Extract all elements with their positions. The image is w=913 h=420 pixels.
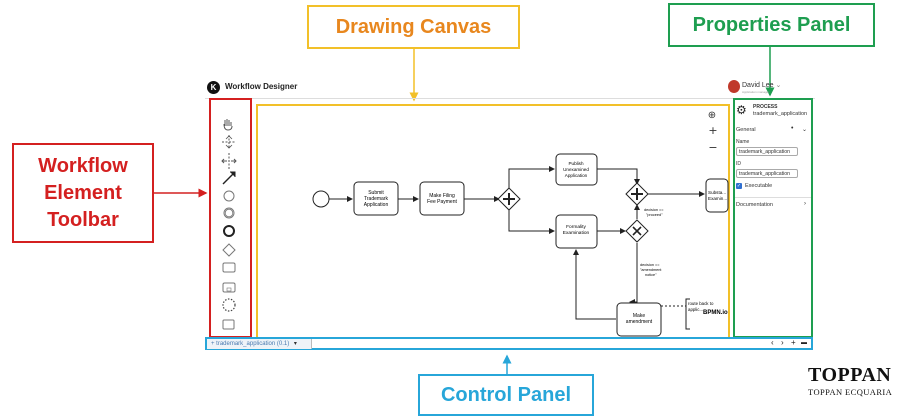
properties-panel xyxy=(733,98,813,338)
task-formality-line1: Formality xyxy=(566,224,586,230)
section-general[interactable]: General xyxy=(736,127,756,133)
intermediate-event-icon[interactable] xyxy=(223,207,235,219)
folder-icon[interactable]: ▬ xyxy=(801,340,807,346)
gear-icon: ⚙ xyxy=(736,103,747,117)
toolbar-callout-line-2: Element xyxy=(44,181,122,204)
parallel-gateway-join[interactable] xyxy=(625,182,649,206)
task-publish-line2: Unexamined xyxy=(563,167,589,172)
task-publish-line3: Application xyxy=(565,173,588,178)
task-icon[interactable] xyxy=(222,262,236,273)
bpmn-io-mark: BPMN.io xyxy=(703,310,728,316)
subprocess-icon[interactable] xyxy=(222,282,236,293)
chevron-down-icon[interactable]: ⌄ xyxy=(802,127,808,133)
next-button[interactable]: › xyxy=(781,338,784,347)
workflow-toolbar-callout: Workflow Element Toolbar xyxy=(12,143,154,243)
toolbar-tools xyxy=(221,119,237,330)
toolbar-callout-line-1: Workflow xyxy=(38,154,128,177)
properties-header-type: PROCESS xyxy=(753,104,778,110)
control-panel-callout-text: Control Panel xyxy=(440,383,571,406)
general-dot-icon: • xyxy=(791,125,794,132)
executable-label: Executable xyxy=(745,183,773,189)
decision-proceed-line1: decision == xyxy=(644,208,664,212)
zoom-out-icon[interactable]: − xyxy=(708,141,717,154)
task-submit[interactable]: Submit Trademark Application xyxy=(353,181,399,216)
chevron-down-icon: ⌄ xyxy=(775,82,782,89)
tab-process-label: + trademark_application (0.1) xyxy=(211,341,290,347)
chevron-right-icon[interactable]: › xyxy=(804,201,806,207)
task-publish-line1: Publish xyxy=(568,161,584,166)
lasso-tool-icon[interactable] xyxy=(222,135,236,149)
task-subst-line1: Substa... xyxy=(708,190,726,195)
task-fee-line2: Fee Payment xyxy=(427,199,457,205)
control-panel xyxy=(205,337,813,350)
section-documentation[interactable]: Documentation xyxy=(736,202,773,208)
drawing-canvas-callout: Drawing Canvas xyxy=(307,5,520,49)
prev-button[interactable]: ‹ xyxy=(771,338,774,347)
space-tool-icon[interactable] xyxy=(221,153,237,169)
toolbar-callout-line-3: Toolbar xyxy=(47,208,119,231)
parallel-gateway-split[interactable] xyxy=(497,187,521,211)
start-event-icon[interactable] xyxy=(223,190,235,202)
task-formality-line2: Examination xyxy=(563,230,590,236)
task-formality[interactable]: Formality Examination xyxy=(555,214,598,249)
task-subst-line2: Examin... xyxy=(708,196,727,201)
end-event-icon[interactable] xyxy=(223,225,235,237)
properties-panel-callout: Properties Panel xyxy=(668,3,875,47)
app-logo: K xyxy=(207,81,220,94)
id-field[interactable]: trademark_application xyxy=(736,169,798,178)
decision-amend-line3: notice" xyxy=(645,273,657,277)
bpmn-diagram: Submit Trademark Application Make Filing… xyxy=(312,110,729,337)
task-amend[interactable]: Make amendment xyxy=(616,302,662,337)
recenter-icon[interactable]: ⊕ xyxy=(708,110,716,121)
drawing-canvas-callout-text: Drawing Canvas xyxy=(335,15,492,38)
hand-tool-icon[interactable] xyxy=(223,119,233,131)
user-name-text: David Lee xyxy=(742,82,774,89)
connect-tool-icon[interactable] xyxy=(222,171,236,185)
decision-amend-line1: decision == xyxy=(640,263,660,267)
executable-checkbox[interactable]: ✓ xyxy=(736,183,742,189)
app-title: Workflow Designer xyxy=(225,82,298,91)
task-submit-line1: Submit xyxy=(368,190,384,196)
task-submit-line2: Trademark xyxy=(364,196,388,202)
user-name[interactable]: David Lee ⌄ xyxy=(742,81,781,89)
task-amend-line2: amendment xyxy=(626,319,653,325)
gateway-icon[interactable] xyxy=(222,243,236,257)
task-amend-line1: Make xyxy=(633,313,645,319)
add-button[interactable]: + xyxy=(791,338,796,347)
header-divider xyxy=(205,98,815,99)
caret-down-icon[interactable]: ▾ xyxy=(293,341,297,347)
exclusive-gateway[interactable] xyxy=(625,219,649,243)
group-icon[interactable] xyxy=(222,298,236,312)
logo-letter: K xyxy=(210,83,217,92)
decision-proceed-line2: "proceed" xyxy=(646,213,663,217)
task-fee[interactable]: Make Filing Fee Payment xyxy=(419,181,465,216)
properties-divider xyxy=(735,197,811,198)
user-role: Application manager xyxy=(742,90,770,94)
task-publish[interactable]: Publish Unexamined Application xyxy=(555,153,598,186)
name-field[interactable]: trademark_application xyxy=(736,147,798,156)
sequence-flows xyxy=(329,166,705,320)
decision-amend-line2: "amendment xyxy=(640,268,662,272)
task-substantive[interactable]: Substa... Examin... xyxy=(705,178,729,213)
brand-logo: TOPPAN xyxy=(808,364,892,386)
annotation-line1: route back to xyxy=(688,301,714,306)
name-label: Name xyxy=(736,139,750,145)
annotation-line2: applic... xyxy=(688,307,703,312)
brand-subtitle: TOPPAN ECQUARIA xyxy=(808,387,893,397)
data-object-icon[interactable] xyxy=(222,319,235,330)
text-annotation[interactable]: route back to applic... xyxy=(685,298,714,330)
id-label: ID xyxy=(736,161,741,167)
tab-process[interactable]: + trademark_application (0.1) ▾ xyxy=(207,339,312,349)
start-event[interactable] xyxy=(312,190,330,208)
control-panel-callout: Control Panel xyxy=(418,374,594,416)
properties-header-name: trademark_application xyxy=(753,111,808,117)
task-fee-line1: Make Filing xyxy=(429,193,455,199)
avatar[interactable] xyxy=(728,80,740,93)
zoom-in-icon[interactable]: + xyxy=(708,124,717,137)
properties-panel-callout-text: Properties Panel xyxy=(692,13,851,36)
task-submit-line3: Application xyxy=(364,202,389,208)
